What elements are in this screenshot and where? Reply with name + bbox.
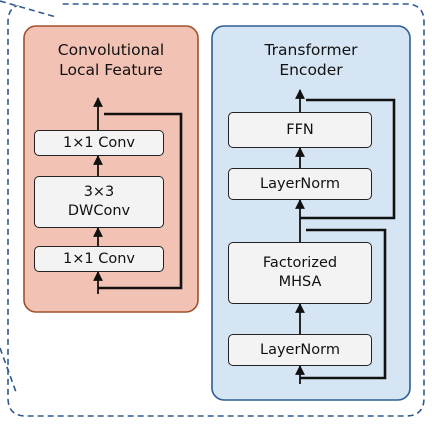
- conv-block-1x1-top: 1×1 Conv: [34, 130, 164, 156]
- conv-arrows: [93, 97, 183, 294]
- conv-panel-title-line-1: Convolutional: [57, 41, 165, 59]
- transformer-residual-connection-1: [300, 228, 387, 380]
- connector-dashed-line-bottom: [0, 347, 17, 393]
- conv-block-dwconv: 3×3 DWConv: [34, 176, 164, 228]
- conv-block-1x1-bottom: 1×1 Conv: [34, 246, 164, 272]
- factorized-mhsa-line-2: MHSA: [278, 274, 322, 290]
- conv-residual-connection: [98, 112, 183, 290]
- transformer-panel-title: Transformer Encoder: [212, 40, 410, 80]
- ffn-block-label: FFN: [286, 121, 314, 138]
- layernorm-block-bottom-label: LayerNorm: [260, 341, 340, 358]
- layernorm-block-top: LayerNorm: [228, 168, 372, 200]
- transformer-arrows: [295, 89, 396, 384]
- transformer-residual-connection-2: [300, 98, 396, 220]
- conv-block-dwconv-line-2: DWConv: [67, 203, 131, 219]
- conv-panel-title: Convolutional Local Feature: [24, 40, 198, 80]
- ffn-block: FFN: [228, 112, 372, 148]
- conv-block-dwconv-line-1: 3×3: [83, 184, 115, 200]
- conv-panel-title-line-2: Local Feature: [59, 61, 163, 79]
- conv-panel-background: [23, 25, 199, 313]
- transformer-panel-title-line-1: Transformer: [264, 41, 358, 59]
- transformer-panel-title-line-2: Encoder: [279, 61, 343, 79]
- conv-block-1x1-bottom-label: 1×1 Conv: [63, 250, 135, 267]
- outer-dashed-container: [0, 3, 425, 417]
- layernorm-block-top-label: LayerNorm: [260, 175, 340, 192]
- factorized-mhsa-line-1: Factorized: [262, 255, 338, 271]
- conv-block-1x1-top-label: 1×1 Conv: [63, 134, 135, 151]
- factorized-mhsa-block: Factorized MHSA: [228, 242, 372, 304]
- layernorm-block-bottom: LayerNorm: [228, 334, 372, 366]
